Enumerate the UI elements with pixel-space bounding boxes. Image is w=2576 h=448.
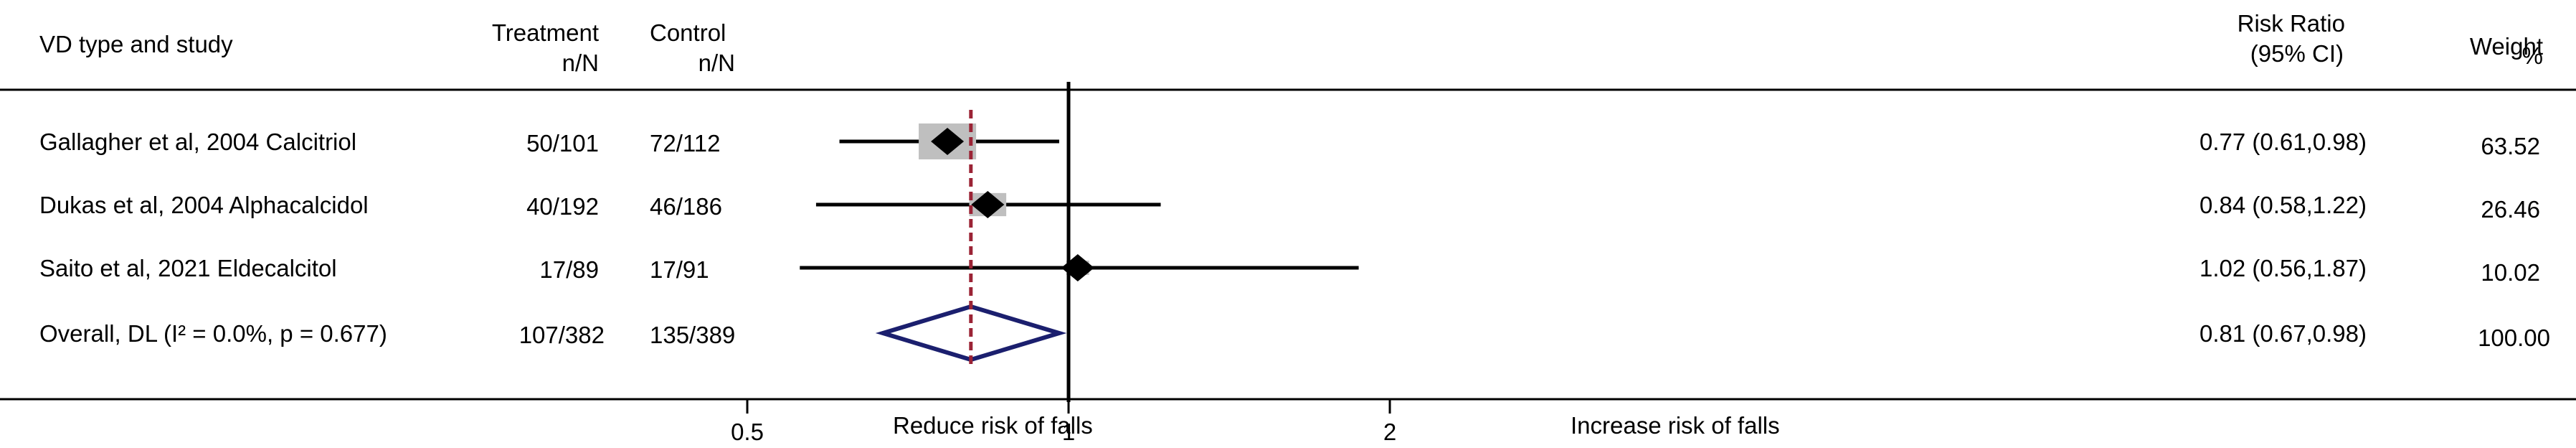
study-control: 46/186 [650,193,722,220]
x-axis-ticks: 0.5 1 2 [731,399,1396,445]
study-label: Saito et al, 2021 Eldecalcitol [39,255,337,281]
study-rr-ci: 0.84 (0.58,1.22) [2199,192,2367,218]
x-label-reduce: Reduce risk of falls [893,412,1093,439]
study-control: 17/91 [650,256,709,283]
study-weight: 63.52 [2481,133,2540,159]
study-label: Dukas et al, 2004 Alphacalcidol [39,192,369,218]
study-row: Gallagher et al, 2004 Calcitriol 50/101 72… [39,123,2540,159]
study-rr-ci: 0.77 (0.61,0.98) [2199,129,2367,155]
study-rr-ci: 1.02 (0.56,1.87) [2199,255,2367,281]
header-weight: Weight [2470,33,2543,60]
header-ci: (95% CI) [2250,40,2344,67]
x-tick-label: 2 [1383,419,1396,445]
study-point-estimate [1061,254,1094,281]
header-treatment: Treatment [492,19,599,46]
overall-treatment: 107/382 [519,322,605,348]
x-tick-label: 0.5 [731,419,764,445]
header-weight-pct: % [2522,42,2543,69]
overall-control: 135/389 [650,322,735,348]
header-control: Control [650,19,726,46]
study-point-estimate [971,191,1005,218]
header-treatment-nn: n/N [562,50,599,76]
x-tick-label: 1 [1062,419,1075,445]
study-rows: Gallagher et al, 2004 Calcitriol 50/101 72… [39,123,2550,363]
study-control: 72/112 [650,130,720,157]
x-label-increase: Increase risk of falls [1571,412,1780,439]
study-treatment: 50/101 [526,130,599,157]
overall-row: Overall, DL (I² = 0.0%, p = 0.677) 107/38… [39,304,2550,363]
study-row: Dukas et al, 2004 Alphacalcidol 40/192 46/… [39,191,2540,223]
study-row: Saito et al, 2021 Eldecalcitol 17/89 17/91… [39,254,2540,286]
study-weight: 10.02 [2481,259,2540,286]
header-study: VD type and study [39,31,233,57]
study-point-estimate [931,128,965,155]
overall-label: Overall, DL (I² = 0.0%, p = 0.677) [39,320,387,347]
study-treatment: 17/89 [539,256,599,283]
overall-diamond [875,304,1067,363]
header-risk-ratio: Risk Ratio [2238,10,2345,37]
study-treatment: 40/192 [526,193,599,220]
study-weight: 26.46 [2481,196,2540,223]
header-control-nn: n/N [699,50,735,76]
study-label: Gallagher et al, 2004 Calcitriol [39,129,356,155]
overall-rr-ci: 0.81 (0.67,0.98) [2199,320,2367,347]
overall-weight: 100.00 [2478,325,2550,351]
